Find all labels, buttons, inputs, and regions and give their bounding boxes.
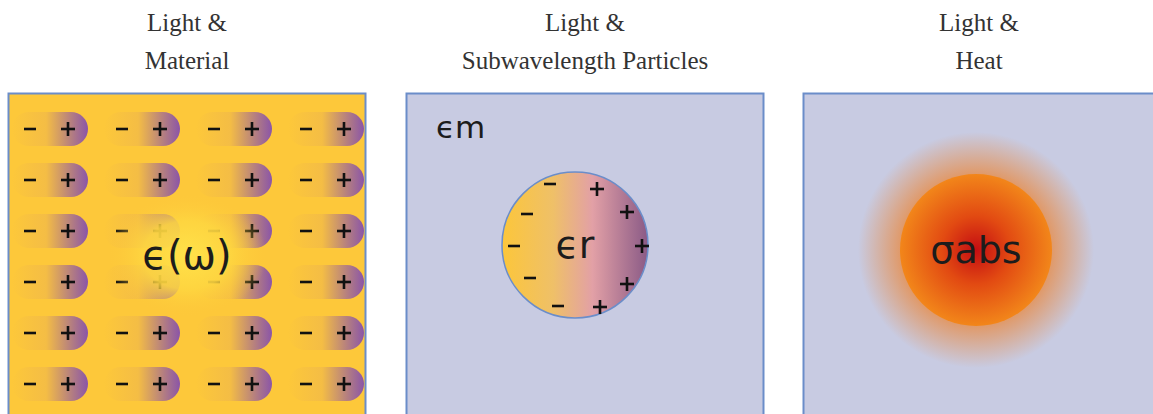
minus-sign (24, 383, 36, 386)
plus-sign (251, 326, 254, 340)
dipole-capsule (104, 112, 180, 146)
plus-sign (67, 326, 70, 340)
dipole-capsule (12, 214, 88, 248)
heat-circle: σabs (900, 174, 1052, 326)
dipole-capsule (12, 316, 88, 350)
plus-sign (159, 326, 162, 340)
plus-sign (251, 173, 254, 187)
plus-sign (67, 173, 70, 187)
minus-sign (208, 332, 220, 335)
minus-sign (116, 383, 128, 386)
minus-sign (24, 332, 36, 335)
dipole-capsule (104, 316, 180, 350)
dipole-capsule (288, 163, 364, 197)
minus-sign (300, 179, 312, 182)
plus-sign (67, 224, 70, 238)
plus-sign (251, 122, 254, 136)
particle-circle: ϵr (502, 172, 648, 318)
plus-sign (641, 239, 644, 253)
minus-sign (300, 128, 312, 131)
minus-sign (521, 213, 533, 216)
minus-sign (300, 281, 312, 284)
dipole-capsule (12, 265, 88, 299)
dipole-capsule (12, 163, 88, 197)
minus-sign (208, 128, 220, 131)
minus-sign (524, 277, 536, 280)
plus-sign (343, 122, 346, 136)
plus-sign (159, 173, 162, 187)
plus-sign (343, 173, 346, 187)
symbol-label: ϵ(ω) (142, 232, 231, 278)
plus-sign (159, 122, 162, 136)
minus-sign (24, 230, 36, 233)
dipole-capsule (196, 367, 272, 401)
minus-sign (24, 281, 36, 284)
plus-sign (159, 377, 162, 391)
minus-sign (552, 305, 564, 308)
minus-sign (116, 128, 128, 131)
plus-sign (251, 377, 254, 391)
dipole-array (12, 112, 364, 401)
minus-sign (24, 179, 36, 182)
dipole-capsule (196, 163, 272, 197)
material-panel (9, 94, 366, 414)
dipole-capsule (288, 265, 364, 299)
minus-sign (208, 383, 220, 386)
minus-sign (116, 179, 128, 182)
dipole-capsule (288, 112, 364, 146)
symbol-label: ϵm (436, 109, 485, 145)
minus-sign (300, 332, 312, 335)
symbol-label: σabs (930, 228, 1021, 272)
plus-sign (626, 205, 629, 219)
material-panel: Light & Materialϵ(ω) (8, 93, 366, 414)
field-glow (107, 193, 267, 317)
dipole-capsule (288, 367, 364, 401)
heat-particle (900, 174, 1052, 326)
dipole-capsule (12, 112, 88, 146)
dipole-capsule (104, 163, 180, 197)
plus-sign (626, 277, 629, 291)
minus-sign (300, 230, 312, 233)
heat-panel: Light & Heatσabs (803, 93, 1153, 414)
plus-sign (343, 326, 346, 340)
plus-sign (67, 377, 70, 391)
dipole-capsule (196, 316, 272, 350)
dipole-capsule (288, 316, 364, 350)
minus-sign (300, 383, 312, 386)
particle-panel (407, 94, 764, 414)
plus-sign (599, 300, 602, 314)
surface-charges (508, 182, 649, 314)
heat-panel (804, 94, 1153, 414)
dipole-capsule (104, 367, 180, 401)
particle-panel: Light & Subwavelength Particlesϵmϵr (406, 93, 764, 414)
minus-sign (24, 128, 36, 131)
minus-sign (544, 183, 556, 186)
dipole-capsule (12, 367, 88, 401)
heat-halo (858, 132, 1094, 368)
minus-sign (508, 245, 520, 248)
plus-sign (343, 275, 346, 289)
minus-sign (208, 179, 220, 182)
minus-sign (116, 332, 128, 335)
plus-sign (67, 122, 70, 136)
plus-sign (596, 182, 599, 196)
panel-heading: Light & Material (8, 4, 366, 80)
symbol-label: ϵr (555, 223, 594, 267)
dipole-capsule (196, 112, 272, 146)
panel-heading: Light & Subwavelength Particles (406, 4, 764, 80)
particle-circle (502, 172, 648, 318)
panel-heading: Light & Heat (803, 4, 1153, 80)
plus-sign (67, 275, 70, 289)
plus-sign (343, 224, 346, 238)
plus-sign (343, 377, 346, 391)
dipole-capsule (288, 214, 364, 248)
